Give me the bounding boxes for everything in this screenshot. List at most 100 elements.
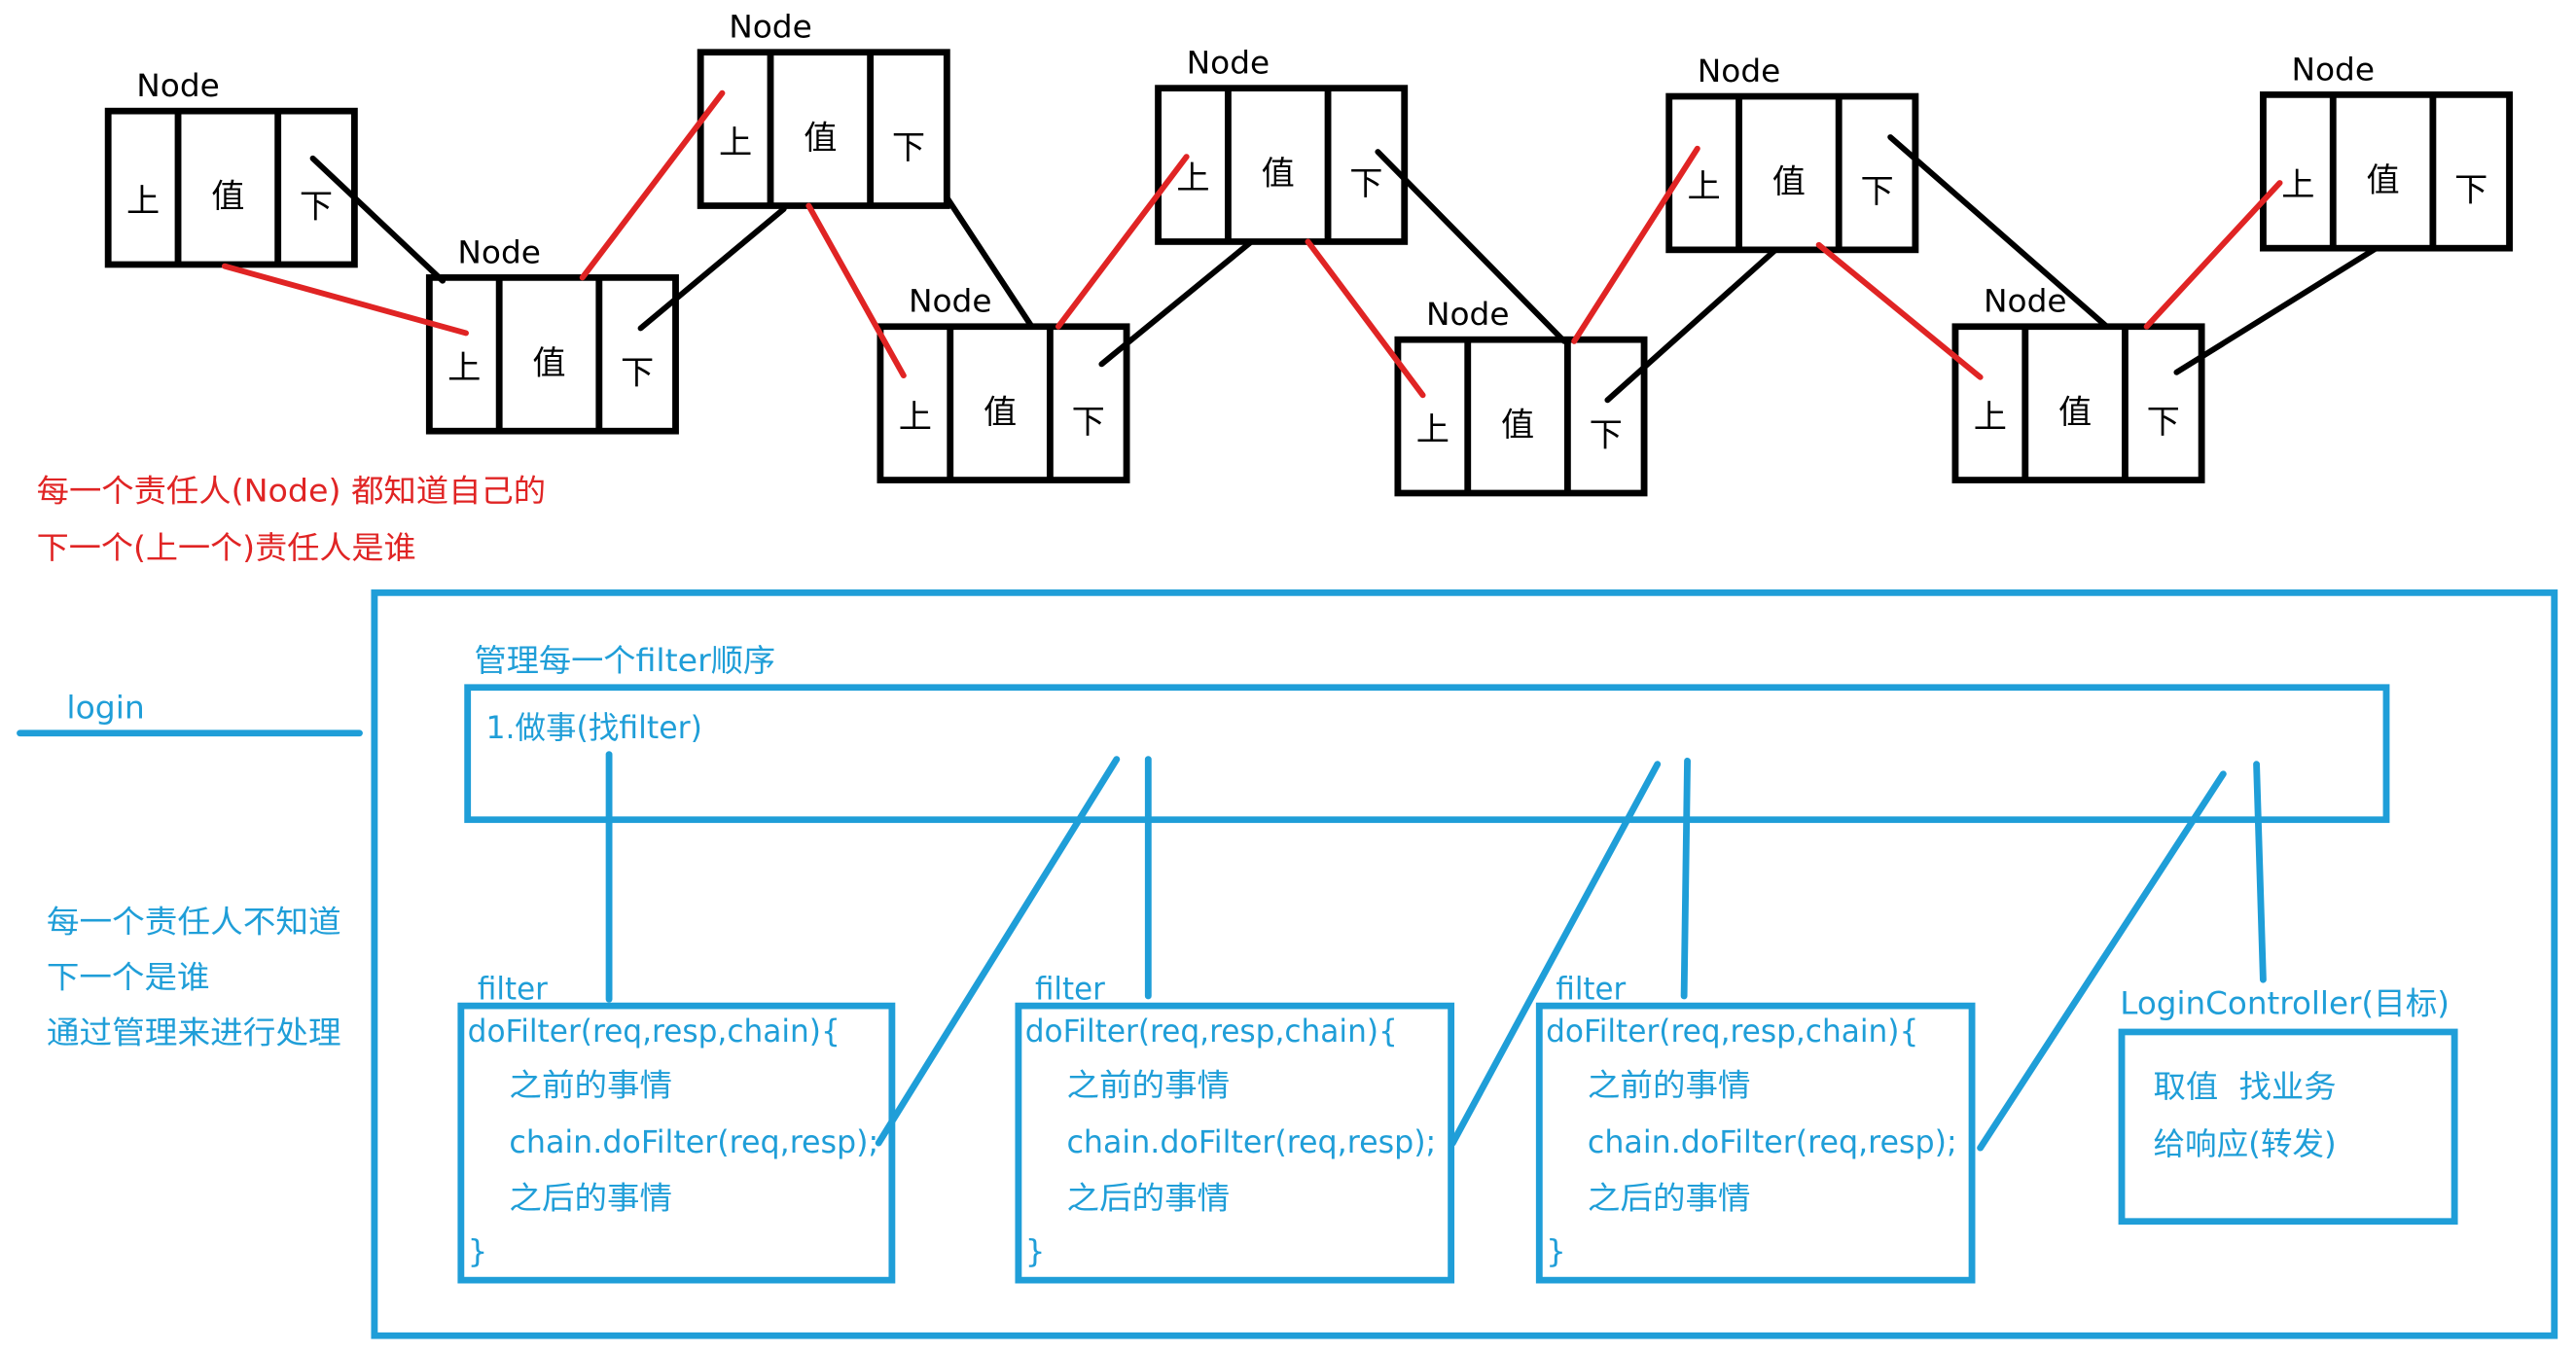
note-line: 通过管理来进行处理: [47, 1014, 341, 1051]
node-label: Node: [1426, 296, 1510, 333]
prev-cell: 上: [126, 183, 160, 221]
call-line: [1680, 757, 1691, 1000]
filter-label: filter: [1556, 971, 1627, 1008]
prev-cell: 上: [899, 398, 932, 436]
next-cell: 下: [1590, 416, 1623, 454]
filter-box: [1535, 1002, 1976, 1284]
next-cell: 下: [1349, 164, 1382, 202]
node-8: Node 上 值 下: [1951, 283, 2205, 483]
prev-link: [221, 263, 469, 337]
code-line: 之前的事情: [1066, 1067, 1230, 1104]
next-cell: 下: [621, 354, 654, 392]
next-cell: 下: [1860, 172, 1893, 210]
value-cell: 值: [2058, 393, 2092, 431]
code-line: 之前的事情: [509, 1067, 672, 1104]
prev-cell: 上: [719, 124, 752, 161]
next-link: [1887, 134, 2110, 330]
controller-box: [2118, 1028, 2458, 1226]
prev-link: [579, 89, 726, 281]
chain-connectors: [605, 751, 2267, 1152]
prev-link: [1571, 145, 1700, 344]
next-link: [2173, 245, 2379, 375]
code-line: chain.doFilter(req,resp);: [1588, 1123, 1957, 1160]
prev-link: [2143, 180, 2283, 330]
next-cell: 下: [892, 128, 925, 166]
return-line: [1977, 770, 2227, 1152]
login-request: login: [17, 690, 363, 737]
node-label: Node: [457, 234, 541, 271]
prev-cell: 上: [447, 349, 481, 387]
prev-link: [805, 202, 907, 379]
filter-3: filter doFilter(req,resp,chain){ 之前的事情 c…: [1535, 971, 1976, 1284]
value-cell: 值: [984, 393, 1017, 431]
prev-link: [1815, 241, 1984, 380]
next-cell: 下: [2454, 171, 2487, 209]
node-4: Node 上 值 下: [877, 283, 1130, 483]
node-box: [1665, 92, 1919, 254]
node-box: [1155, 85, 1409, 245]
node-label: Node: [1984, 283, 2067, 320]
linked-list-note: 每一个责任人(Node) 都知道自己的 下一个(上一个)责任人是谁: [37, 473, 546, 566]
note-line: 每一个责任人不知道: [47, 904, 341, 941]
node-1: Node 上 值 下: [104, 67, 358, 268]
outer-frame: [371, 589, 2558, 1339]
code-line: chain.doFilter(req,resp);: [509, 1123, 878, 1160]
prev-link: [1055, 154, 1190, 330]
node-7: Node 上 值 下: [1665, 53, 1919, 254]
code-line: 之后的事情: [509, 1180, 672, 1217]
next-link: [944, 195, 1035, 330]
node-label: Node: [136, 67, 220, 104]
value-cell: 值: [211, 177, 244, 215]
filter-1: filter doFilter(req,resp,chain){ 之前的事情 c…: [457, 971, 896, 1284]
value-cell: 值: [1262, 155, 1295, 193]
next-link: [309, 155, 447, 284]
next-link: [1098, 238, 1255, 368]
filter-2: filter doFilter(req,resp,chain){ 之前的事情 c…: [1015, 971, 1455, 1284]
next-link: [1604, 246, 1779, 404]
code-line: 之前的事情: [1588, 1067, 1751, 1104]
node-6: Node 上 值 下: [1394, 296, 1648, 497]
code-line: doFilter(req,resp,chain){: [1025, 1013, 1398, 1050]
note-line: 下一个(上一个)责任人是谁: [37, 529, 416, 566]
value-cell: 值: [1772, 162, 1806, 200]
node-label: Node: [1698, 53, 1781, 89]
code-line: }: [1025, 1233, 1046, 1270]
filter-box: [457, 1002, 896, 1284]
node-2: Node 上 值 下: [425, 234, 679, 435]
filter-chain-container: 管理每一个filter顺序 1.做事(找filter) filter doFil…: [371, 589, 2558, 1339]
node-box: [1394, 336, 1648, 497]
code-line: }: [1546, 1233, 1566, 1270]
prev-cell: 上: [1974, 398, 2007, 436]
node-label: Node: [909, 283, 992, 320]
next-cell: 下: [300, 188, 333, 226]
prev-cell: 上: [2281, 166, 2314, 204]
return-line: [1449, 761, 1662, 1147]
note-line: 每一个责任人(Node) 都知道自己的: [37, 473, 546, 510]
node-label: Node: [2291, 52, 2375, 89]
node-box: [877, 323, 1130, 483]
code-line: doFilter(req,resp,chain){: [1546, 1013, 1918, 1050]
code-line: 之后的事情: [1588, 1180, 1751, 1217]
value-cell: 值: [532, 344, 565, 382]
node-box: [697, 49, 950, 209]
node-5: Node 上 值 下: [1155, 45, 1409, 245]
note-line: 下一个是谁: [47, 959, 210, 996]
controller-line: 给响应(转发): [2154, 1125, 2337, 1162]
return-line: [875, 756, 1121, 1147]
login-controller: LoginController(目标) 取值 找业务 给响应(转发): [2118, 985, 2458, 1226]
node-3: Node 上 值 下: [697, 9, 950, 209]
node-box: [425, 274, 679, 435]
chain-title: 管理每一个filter顺序: [475, 642, 776, 679]
filter-note: 每一个责任人不知道 下一个是谁 通过管理来进行处理: [47, 904, 341, 1051]
node-box: [1951, 323, 2205, 483]
node-links: [221, 89, 2379, 404]
prev-link: [1305, 238, 1426, 399]
node-box: [2259, 91, 2513, 252]
next-link: [637, 205, 787, 332]
call-line: [2253, 761, 2267, 983]
next-cell: 下: [2147, 403, 2180, 441]
value-cell: 值: [2366, 161, 2399, 199]
next-cell: 下: [1072, 403, 1105, 441]
next-link: [1375, 149, 1567, 344]
